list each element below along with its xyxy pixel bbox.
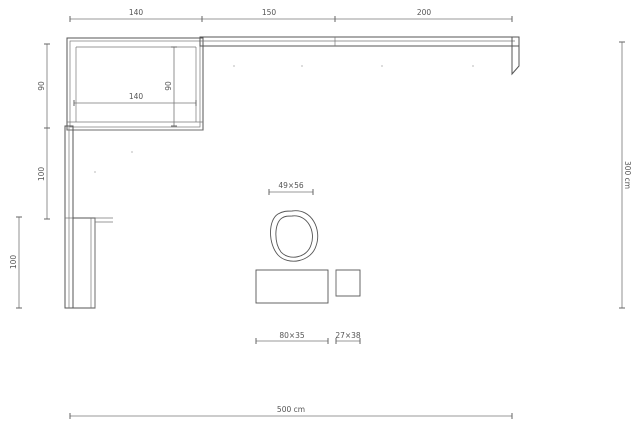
inner-dimensions: 140 90 <box>73 46 197 127</box>
dim-top-left: 140 <box>129 8 144 17</box>
dim-left-lower: 100 <box>9 255 18 270</box>
pouf: 49×56 <box>268 181 319 262</box>
dim-left-upper: 90 <box>37 81 46 91</box>
dim-bottom-total: 500 cm <box>277 405 305 414</box>
coffee-table: 80×35 <box>255 269 329 344</box>
dim-right-total: 300 cm <box>623 161 632 189</box>
dim-pouf: 49×56 <box>278 181 304 190</box>
side-table: 27×38 <box>335 269 361 344</box>
bottom-dimension: 500 cm <box>69 405 513 419</box>
shelving-unit <box>64 36 520 309</box>
dim-inner-width: 140 <box>129 92 144 101</box>
top-dimension-chain: 140 150 200 <box>69 8 513 22</box>
dim-inner-height: 90 <box>164 81 173 91</box>
dim-top-middle: 150 <box>262 8 277 17</box>
grid-markers <box>94 65 474 173</box>
dim-table: 80×35 <box>279 331 305 340</box>
right-dimension: 300 cm <box>619 41 632 309</box>
dim-left-middle: 100 <box>37 167 46 182</box>
dim-top-right: 200 <box>417 8 432 17</box>
left-dimension-chain: 90 100 100 <box>9 43 50 309</box>
dim-side-table: 27×38 <box>335 331 361 340</box>
